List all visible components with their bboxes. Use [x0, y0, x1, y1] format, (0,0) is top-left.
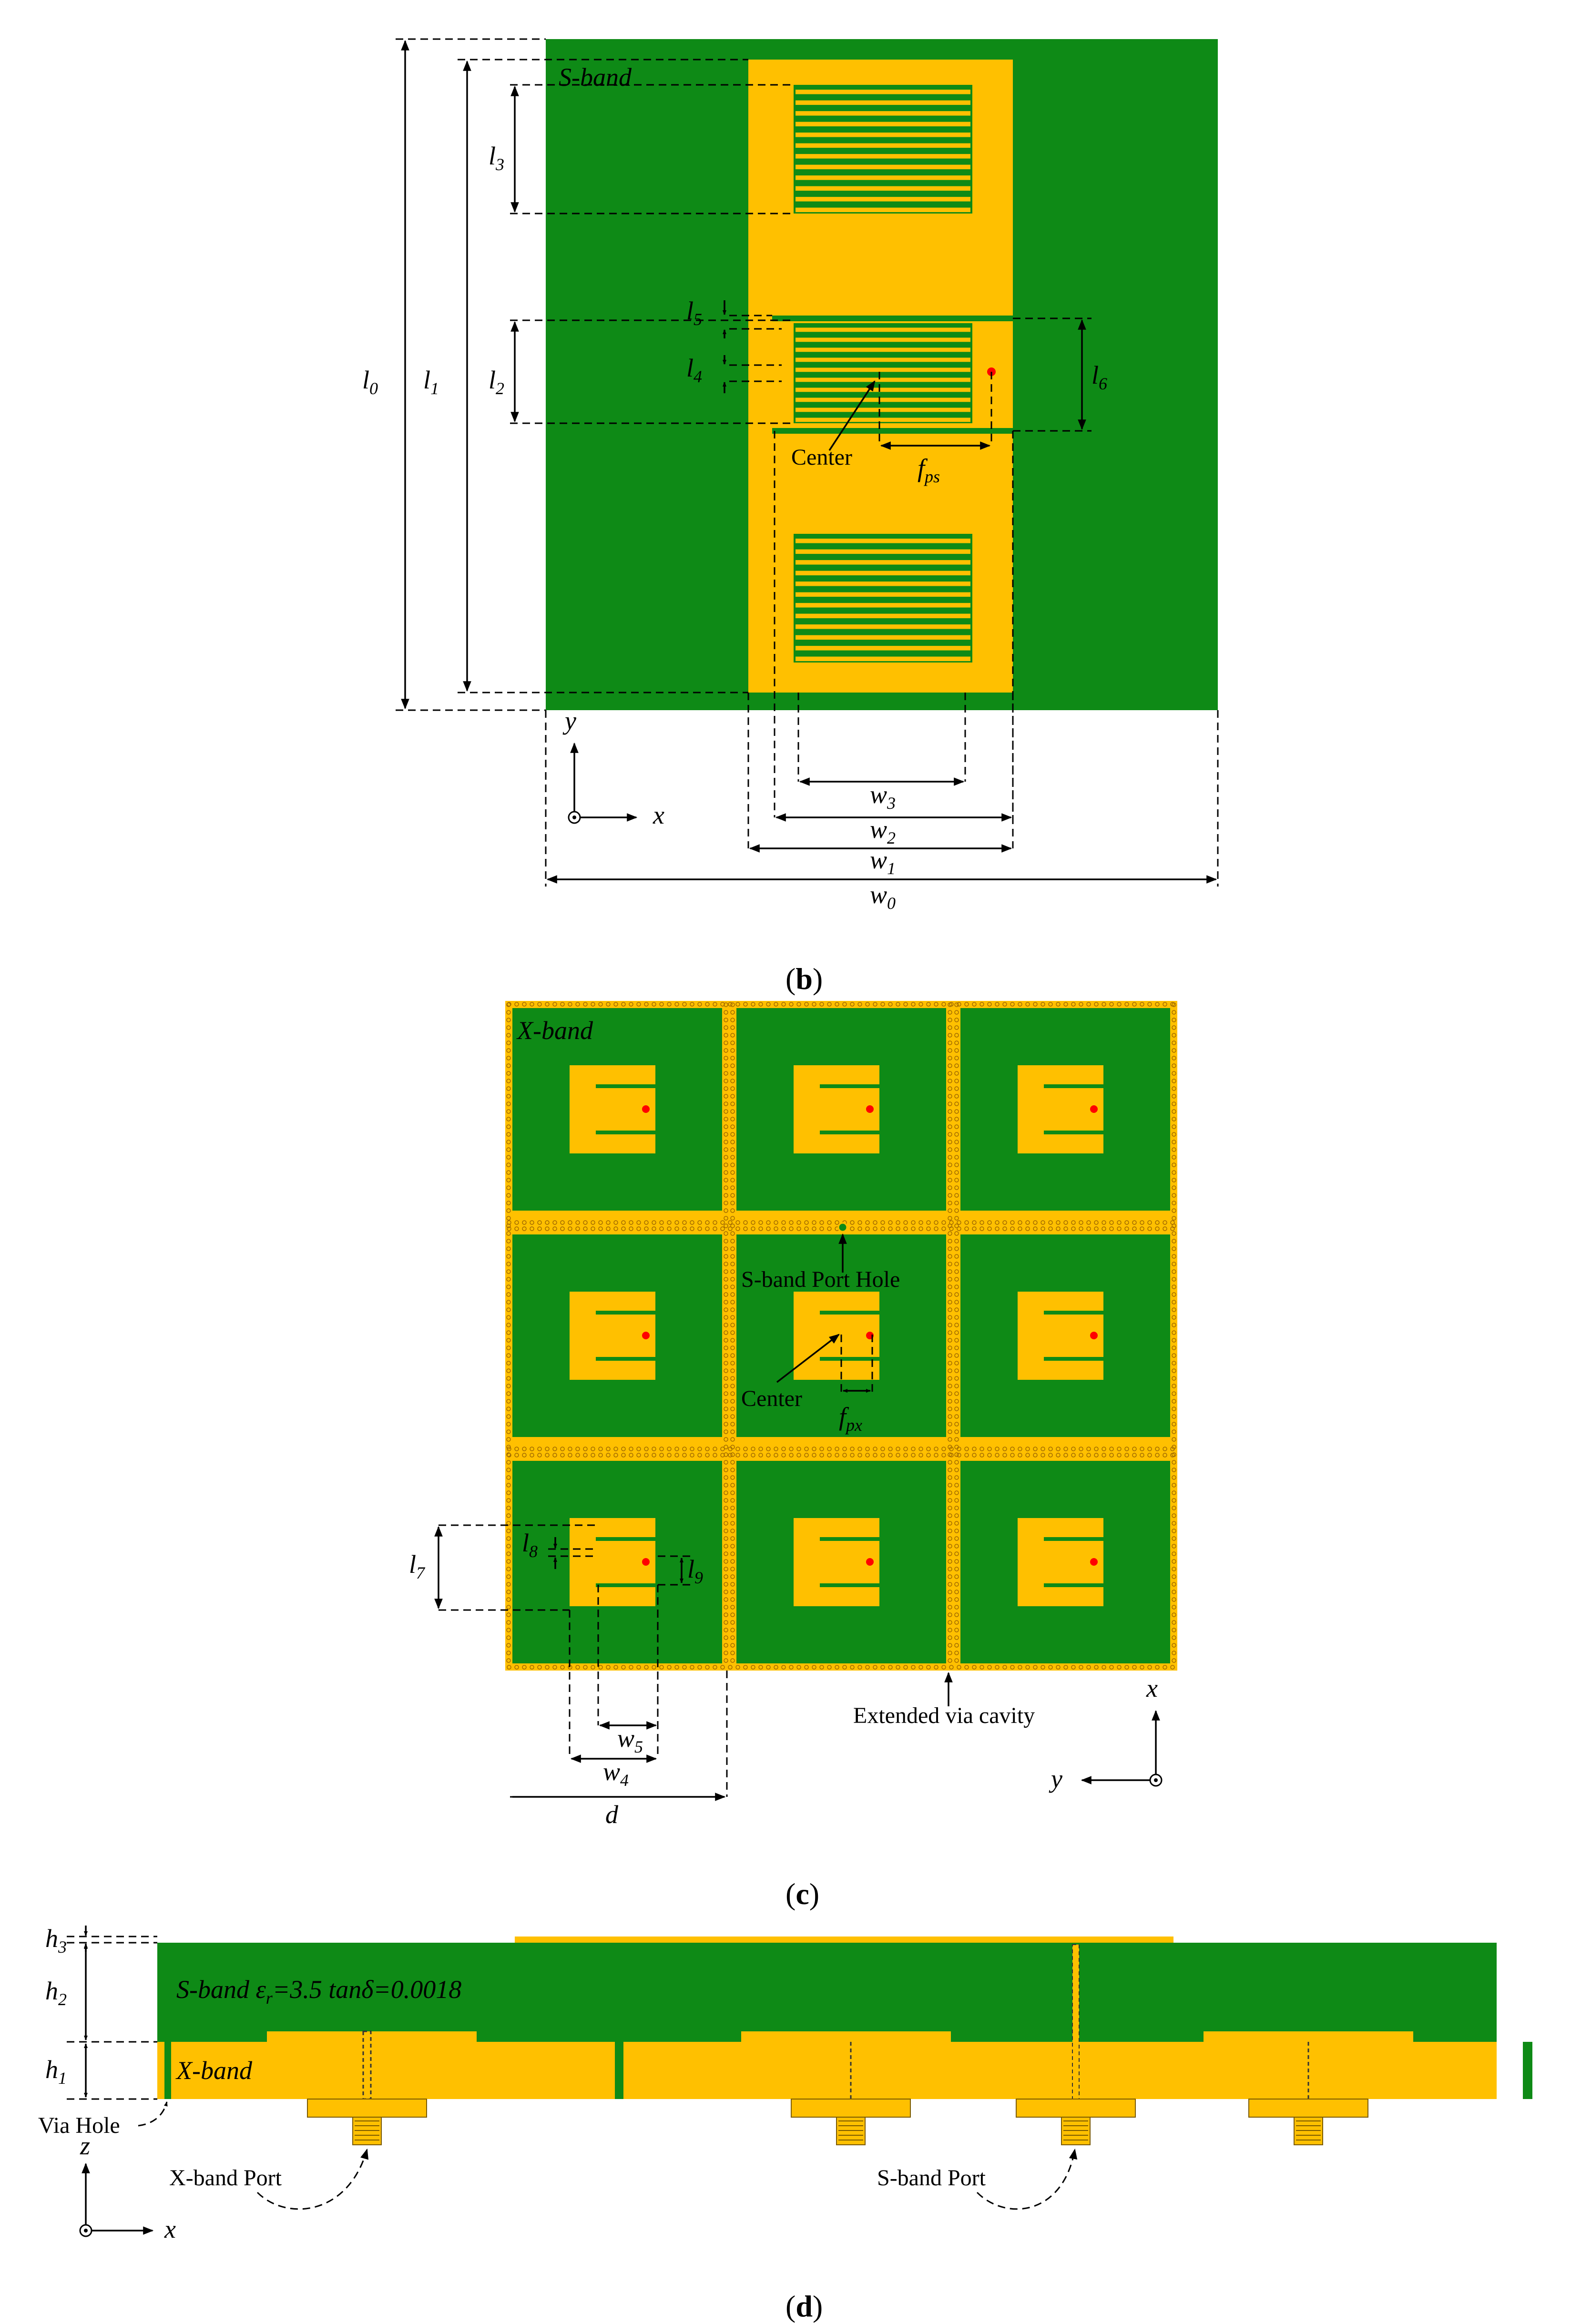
x-band-cell: [960, 1008, 1170, 1211]
center-label-c: Center: [741, 1386, 802, 1411]
dim-fpx: fpx: [839, 1402, 862, 1435]
x-band-cell: [736, 1008, 946, 1211]
via-walls: [164, 2042, 1532, 2099]
x-band-cell: [960, 1461, 1170, 1663]
panel-d: S-band εr=3.5 tanδ=0.0018 X-band h3 h2 h…: [38, 1924, 1532, 2323]
axis-indicator-c: x y: [1049, 1674, 1163, 1793]
dim-w2: w2: [870, 815, 896, 847]
center-label-b: Center: [791, 445, 852, 470]
feed-pins: [362, 1944, 1309, 2100]
axis-indicator-b: y x: [562, 706, 664, 829]
x-band-patch: [570, 1065, 655, 1153]
svg-text:x: x: [653, 801, 664, 829]
x-band-patch: [570, 1292, 655, 1380]
dimension-guides-c: [439, 1524, 728, 1798]
svg-text:z: z: [80, 2131, 90, 2160]
dimension-arrows-c: [434, 1526, 953, 1801]
x-band-cell: [736, 1461, 946, 1663]
x-band-cell: [512, 1461, 722, 1663]
x-band-layer: [157, 2042, 1497, 2099]
x-band-patch: [794, 1518, 879, 1606]
port-connector: [791, 2099, 911, 2145]
caption-c: (c): [786, 1877, 819, 1911]
dim-l4: l4: [686, 354, 702, 386]
x-band-feed-point: [642, 1105, 650, 1113]
x-band-label: X-band: [516, 1016, 593, 1045]
x-band-cell: [512, 1234, 722, 1437]
dim-l9: l9: [687, 1555, 703, 1587]
s-band-label: S-band: [559, 63, 632, 92]
panel-c: X-band S-band Port Hole Center fpx: [409, 1001, 1177, 1911]
slot-upper: [772, 316, 1013, 321]
x-band-feed-point: [642, 1332, 650, 1339]
panel-b: S-band: [362, 38, 1219, 996]
x-band-feed-point: [866, 1558, 874, 1566]
x-band-substrate-label: X-band: [175, 2056, 253, 2085]
dim-h1: h1: [45, 2055, 67, 2088]
dim-h2: h2: [45, 1977, 67, 2009]
dimension-guides-d: [67, 1936, 157, 2100]
dimension-arrows-b: [401, 40, 1217, 884]
dim-l0: l0: [362, 366, 378, 398]
dimension-guides-b: [396, 38, 1219, 887]
s-band-substrate-label: S-band εr=3.5 tanδ=0.0018: [176, 1975, 461, 2008]
slot-lower: [772, 428, 1013, 434]
axis-indicator-d: z x: [79, 2131, 176, 2243]
dim-w0: w0: [870, 880, 896, 913]
dim-l1: l1: [423, 366, 439, 398]
port-connector: [1248, 2099, 1368, 2145]
dim-l8: l8: [522, 1529, 538, 1561]
dim-l2: l2: [489, 366, 504, 398]
x-band-feed-point: [1090, 1332, 1098, 1339]
striped-patch-grid-middle: [794, 323, 972, 423]
svg-text:x: x: [1146, 1674, 1158, 1702]
striped-patch-grid-top: [794, 85, 972, 214]
caption-d: (d): [786, 2289, 823, 2323]
x-band-patch: [1018, 1518, 1103, 1606]
dim-h3: h3: [45, 1924, 67, 1957]
cavity-label: Extended via cavity: [853, 1703, 1035, 1728]
s-band-layer: [157, 1943, 1497, 2042]
dim-l5: l5: [686, 296, 702, 329]
x-band-feed-point: [1090, 1558, 1098, 1566]
x-band-feed-point: [642, 1558, 650, 1566]
via-holes: [506, 1002, 1176, 1670]
port-hole-label: S-band Port Hole: [741, 1267, 900, 1292]
dim-l6: l6: [1092, 361, 1107, 393]
via-hole-label: Via Hole: [38, 2113, 120, 2138]
caption-b: (b): [786, 962, 823, 996]
svg-text:y: y: [1049, 1764, 1062, 1793]
x-band-patch: [1018, 1065, 1103, 1153]
dim-l3: l3: [489, 142, 504, 174]
port-connector: [307, 2099, 427, 2145]
svg-text:x: x: [164, 2215, 176, 2243]
s-band-port-hole: [837, 1222, 848, 1233]
svg-text:y: y: [562, 706, 576, 735]
dim-d: d: [605, 1800, 619, 1829]
dim-w5: w5: [617, 1724, 643, 1756]
dim-w3: w3: [870, 780, 896, 813]
x-band-patches: [267, 2031, 1413, 2042]
x-port-label: X-band Port: [169, 2165, 282, 2191]
x-band-cell: [512, 1008, 722, 1211]
striped-patch-grid-bottom: [794, 534, 972, 663]
x-band-patch: [570, 1518, 655, 1606]
s-port-label: S-band Port: [877, 2165, 986, 2191]
dim-w4: w4: [603, 1757, 629, 1790]
x-band-feed-point: [1090, 1105, 1098, 1113]
x-band-patch: [794, 1065, 879, 1153]
dim-w1: w1: [870, 846, 896, 878]
dim-l7: l7: [409, 1550, 426, 1582]
x-band-patch: [1018, 1292, 1103, 1380]
x-band-feed-point: [866, 1105, 874, 1113]
port-connectors: [307, 2099, 1368, 2145]
x-band-cell: [960, 1234, 1170, 1437]
s-band-top-patch: [515, 1937, 1173, 1943]
port-connector: [1016, 2099, 1136, 2145]
